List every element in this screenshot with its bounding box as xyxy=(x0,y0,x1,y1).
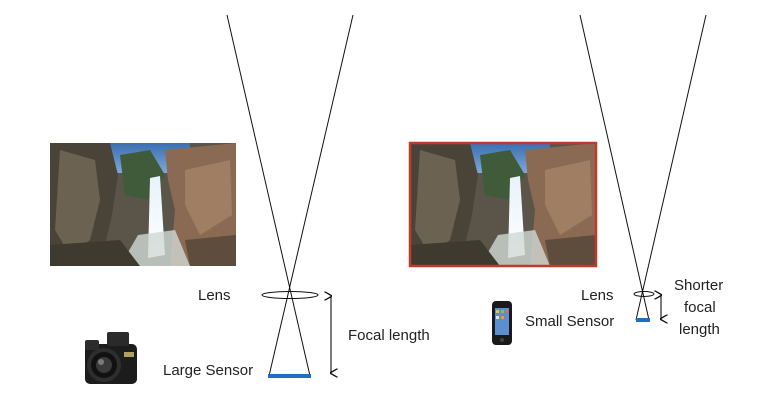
left-lens xyxy=(261,291,319,299)
dslr-camera-icon xyxy=(85,332,137,384)
left-panel: Lens Large Sensor Focal length xyxy=(50,14,430,384)
right-focal-label-line-1: Shorter xyxy=(674,277,723,294)
right-panel: Lens Small Sensor Shorter focal length xyxy=(408,14,723,345)
right-focal-label-line-3: length xyxy=(679,321,720,338)
left-ray-2 xyxy=(268,14,354,377)
right-ray-1 xyxy=(579,14,650,321)
left-focal-label: Focal length xyxy=(348,327,430,344)
right-sensor-label: Small Sensor xyxy=(525,313,614,330)
right-ray-2 xyxy=(635,14,707,321)
right-focal-label-line-2: focal xyxy=(684,299,716,316)
right-lens-label: Lens xyxy=(581,287,614,304)
left-sensor-label: Large Sensor xyxy=(163,362,253,379)
left-waterfall-photo xyxy=(50,143,236,266)
right-lens xyxy=(633,291,655,297)
smartphone-icon xyxy=(492,301,512,345)
left-ray-1 xyxy=(226,14,311,377)
right-waterfall-photo xyxy=(408,141,598,268)
right-photo-border xyxy=(408,141,598,268)
left-lens-label: Lens xyxy=(198,287,231,304)
